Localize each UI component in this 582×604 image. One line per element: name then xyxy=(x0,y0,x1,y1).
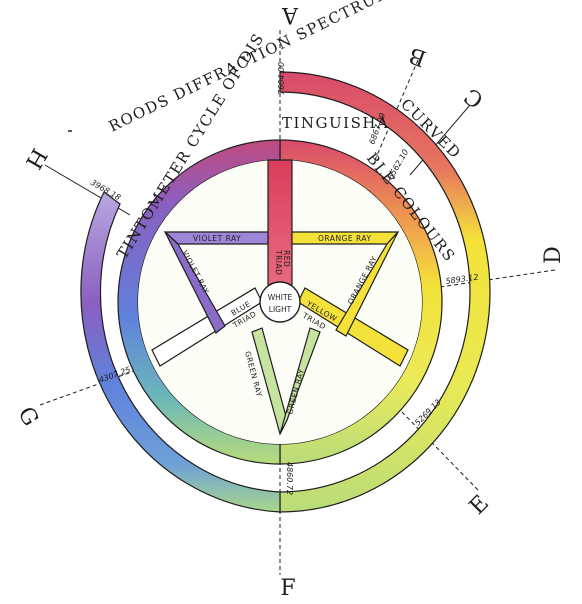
triad-spokes xyxy=(151,159,409,367)
letter-e: E xyxy=(465,491,494,520)
outer-spectrum-arc-left xyxy=(80,191,281,513)
violet-ray-label: VIOLET RAY xyxy=(193,234,241,243)
letter-c: C xyxy=(460,82,488,112)
cycle-title-mid: TINGUISHA xyxy=(282,114,389,132)
white-light-circle xyxy=(259,281,301,323)
letter-a: A xyxy=(281,2,299,27)
letter-h: H xyxy=(20,144,51,173)
red-triad-label-2: TRIAD xyxy=(274,249,283,275)
wavelength-a: 7604.00 xyxy=(277,62,286,95)
center-label-light: LIGHT xyxy=(269,305,292,314)
letter-f: F xyxy=(280,576,295,600)
letter-g: G xyxy=(12,403,42,431)
red-triad-label-1: RED xyxy=(282,250,291,267)
center-label-white: WHITE xyxy=(268,293,293,302)
letter-d: D xyxy=(541,246,566,264)
letter-b: B xyxy=(406,42,430,71)
ray-triangle xyxy=(163,231,400,436)
orange-ray-label: ORANGE RAY xyxy=(318,234,372,243)
wavelength-f: 4860.72 xyxy=(285,462,294,495)
